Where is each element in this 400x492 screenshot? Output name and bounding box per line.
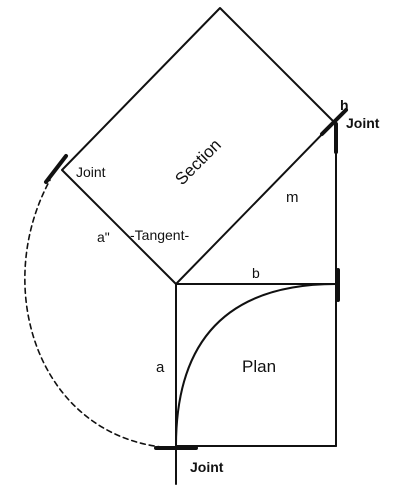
label-m: m [286,189,299,206]
label-joint-top-right: Joint [346,115,380,131]
label-joint-left: Joint [76,164,106,180]
dashed-development-arc [24,179,173,449]
label-a-double: a" [97,229,110,245]
joint-marker-left [44,154,68,184]
label-section: Section [171,135,225,189]
label-plan: Plan [242,357,276,376]
label-a: a [156,359,165,376]
plan-arc [175,283,337,447]
joint-marker-top-right [320,108,348,136]
label-h: h [340,97,349,113]
label-tangent: -Tangent- [130,227,189,243]
label-joint-bottom: Joint [190,459,224,475]
label-b: b [252,265,260,281]
